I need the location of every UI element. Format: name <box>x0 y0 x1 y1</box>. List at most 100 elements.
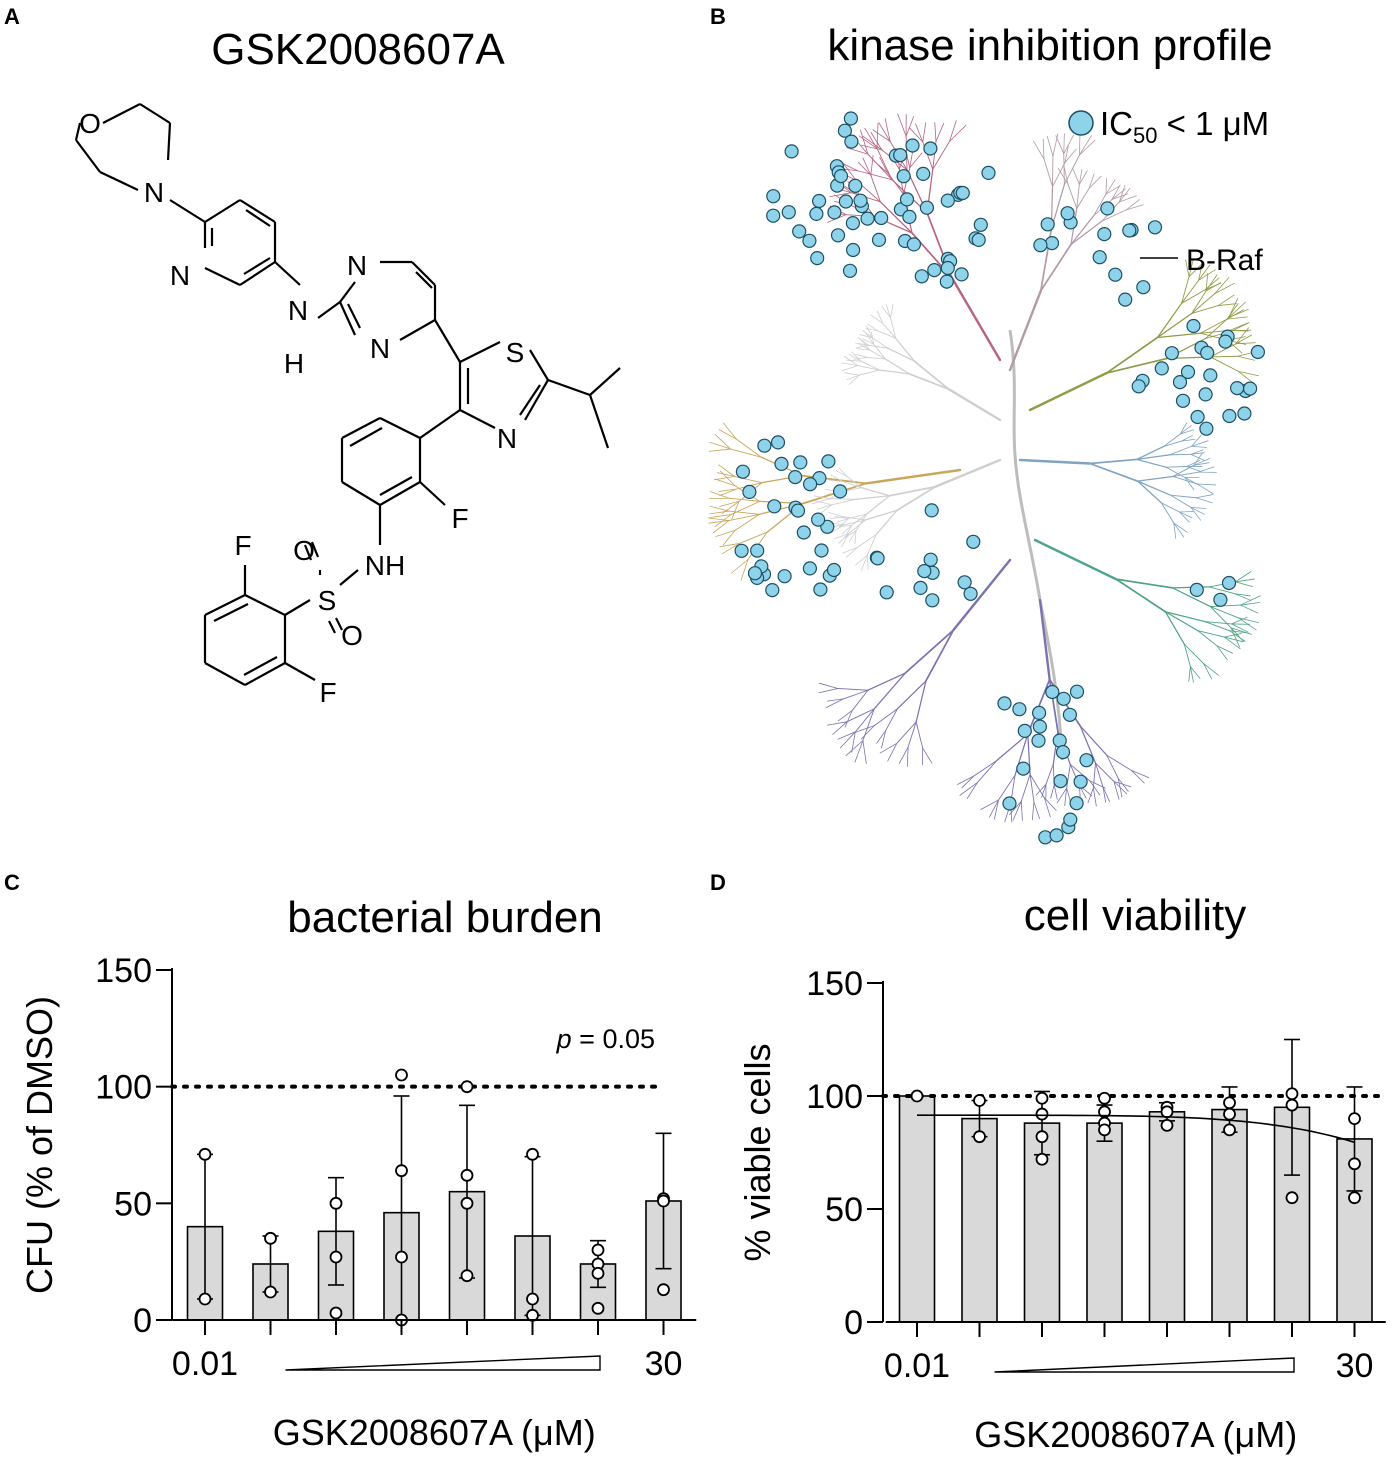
clade-branch-teal <box>1216 645 1228 661</box>
clade-branch-pink <box>915 123 924 143</box>
clade-branch-mauve <box>1076 187 1090 209</box>
clade-branch-gold <box>709 514 732 518</box>
clade-branch-grey <box>913 360 950 390</box>
clade-branch-blue <box>1197 483 1217 486</box>
atom-o-sulfonyl-2: O <box>341 620 363 651</box>
clade-branch-gold <box>730 448 762 458</box>
clade-branch-grey <box>813 495 831 500</box>
clade-branch-grey <box>866 356 886 360</box>
clade-branch-olive <box>1198 269 1216 281</box>
clade-branch-purple <box>1095 762 1104 788</box>
clade-branch-teal <box>1231 616 1248 625</box>
x-axis-label: GSK2008607A (μM) <box>974 1414 1297 1455</box>
clade-branch-mauve <box>1111 184 1121 200</box>
clade-branch-pink <box>841 161 857 181</box>
clade-branch-gold <box>728 497 761 502</box>
clade-branch-grey <box>896 485 937 512</box>
clade-branch-blue <box>1172 464 1195 477</box>
clade-branch-teal <box>1233 593 1251 597</box>
clade-branch-purple <box>1038 598 1051 681</box>
clade-branch-gold <box>708 517 730 521</box>
clade-branch-pink <box>905 116 915 137</box>
data-point <box>329 1306 343 1320</box>
x-tick-label: 30 <box>1336 1347 1374 1385</box>
kinase-hit-dot <box>893 148 908 163</box>
clade-branch-gold <box>719 543 740 548</box>
clade-branch-gold <box>715 434 731 450</box>
clade-branch-grey <box>844 372 860 376</box>
clade-branch-olive <box>1198 262 1203 281</box>
clade-branch-blue <box>1173 522 1177 539</box>
clade-branch-grey <box>854 342 869 346</box>
clade-branch-olive <box>1188 258 1194 278</box>
clade-branch-blue <box>1197 483 1214 495</box>
data-point <box>198 1292 212 1306</box>
clade-branch-grey <box>868 344 889 349</box>
clade-branch-purple <box>851 689 869 711</box>
clade-branch-grey <box>866 325 873 339</box>
kinase-hit-dot <box>1012 702 1027 717</box>
kinase-hit-dot <box>1221 575 1237 591</box>
bar <box>898 1095 936 1323</box>
clade-branch-mauve <box>1064 145 1069 164</box>
clade-branch-teal <box>1230 627 1253 635</box>
kinase-hit-dot <box>1237 406 1252 421</box>
clade-branch-pink <box>932 141 950 170</box>
kinase-hit-dot <box>1060 206 1075 221</box>
clade-branch-blue <box>1193 462 1210 466</box>
atom-f-2: F <box>234 530 251 561</box>
clade-branch-pink <box>922 122 927 143</box>
data-point <box>910 1089 924 1103</box>
bar <box>1148 1111 1186 1323</box>
clade-branch-teal <box>1204 621 1230 632</box>
clade-branch-purple <box>1106 754 1119 779</box>
data-point <box>657 1283 670 1297</box>
clade-branch-mauve <box>1079 135 1092 156</box>
data-point <box>591 1266 605 1280</box>
clade-branch-gold <box>719 488 738 497</box>
kinase-hit-dot <box>810 512 826 527</box>
kinase-hit-dot <box>790 503 806 518</box>
y-tick-label: 100 <box>806 1078 863 1116</box>
clade-branch-blue <box>1137 475 1174 482</box>
kinase-hit-dot <box>734 543 749 558</box>
clade-branch-grey <box>890 317 897 339</box>
clade-branch-purple <box>896 680 927 710</box>
clade-branch-grey <box>857 534 877 548</box>
clade-branch-teal <box>1188 666 1191 682</box>
clade-branch-purple <box>862 708 875 741</box>
clade-branch-gold <box>716 472 736 477</box>
clade-branch-purple <box>887 742 898 762</box>
clade-branch-purple <box>837 688 869 691</box>
data-point <box>1035 1152 1049 1166</box>
clade-branch-purple <box>845 740 864 757</box>
kinase-hit-dot <box>1213 592 1228 607</box>
clade-branch-olive <box>1191 305 1219 314</box>
kinase-hit-dot <box>848 178 863 193</box>
clade-branch-teal <box>1115 578 1167 613</box>
kinase-hit-dot <box>844 134 859 149</box>
clade-branch-grey <box>882 322 897 339</box>
y-axis-label: CFU (% of DMSO) <box>19 996 60 1294</box>
clade-branch-grey <box>895 337 915 362</box>
panel-b-title: kinase inhibition profile <box>827 21 1272 70</box>
clade-branch-blue <box>1165 466 1186 478</box>
clade-branch-mauve <box>1125 204 1144 211</box>
clade-branch-grey <box>888 485 937 497</box>
kinase-hit-dot <box>750 543 765 558</box>
clade-branch-olive <box>1199 318 1228 334</box>
data-point <box>1223 1123 1236 1137</box>
clade-branch-pink <box>884 118 891 142</box>
kinase-hit-dot <box>832 484 848 499</box>
clade-branch-grey <box>887 347 915 362</box>
clade-branch-grey <box>842 546 859 554</box>
clade-branch-purple <box>879 742 898 754</box>
clade-branch-purple <box>1092 762 1096 789</box>
clade-branch-purple <box>832 721 848 735</box>
clade-branch-purple <box>1056 787 1068 804</box>
clade-branch-purple <box>1050 784 1055 799</box>
clade-branch-grey <box>934 458 1002 488</box>
kinase-hit-dot <box>1031 733 1046 748</box>
kinase-hit-dot <box>1031 705 1047 721</box>
